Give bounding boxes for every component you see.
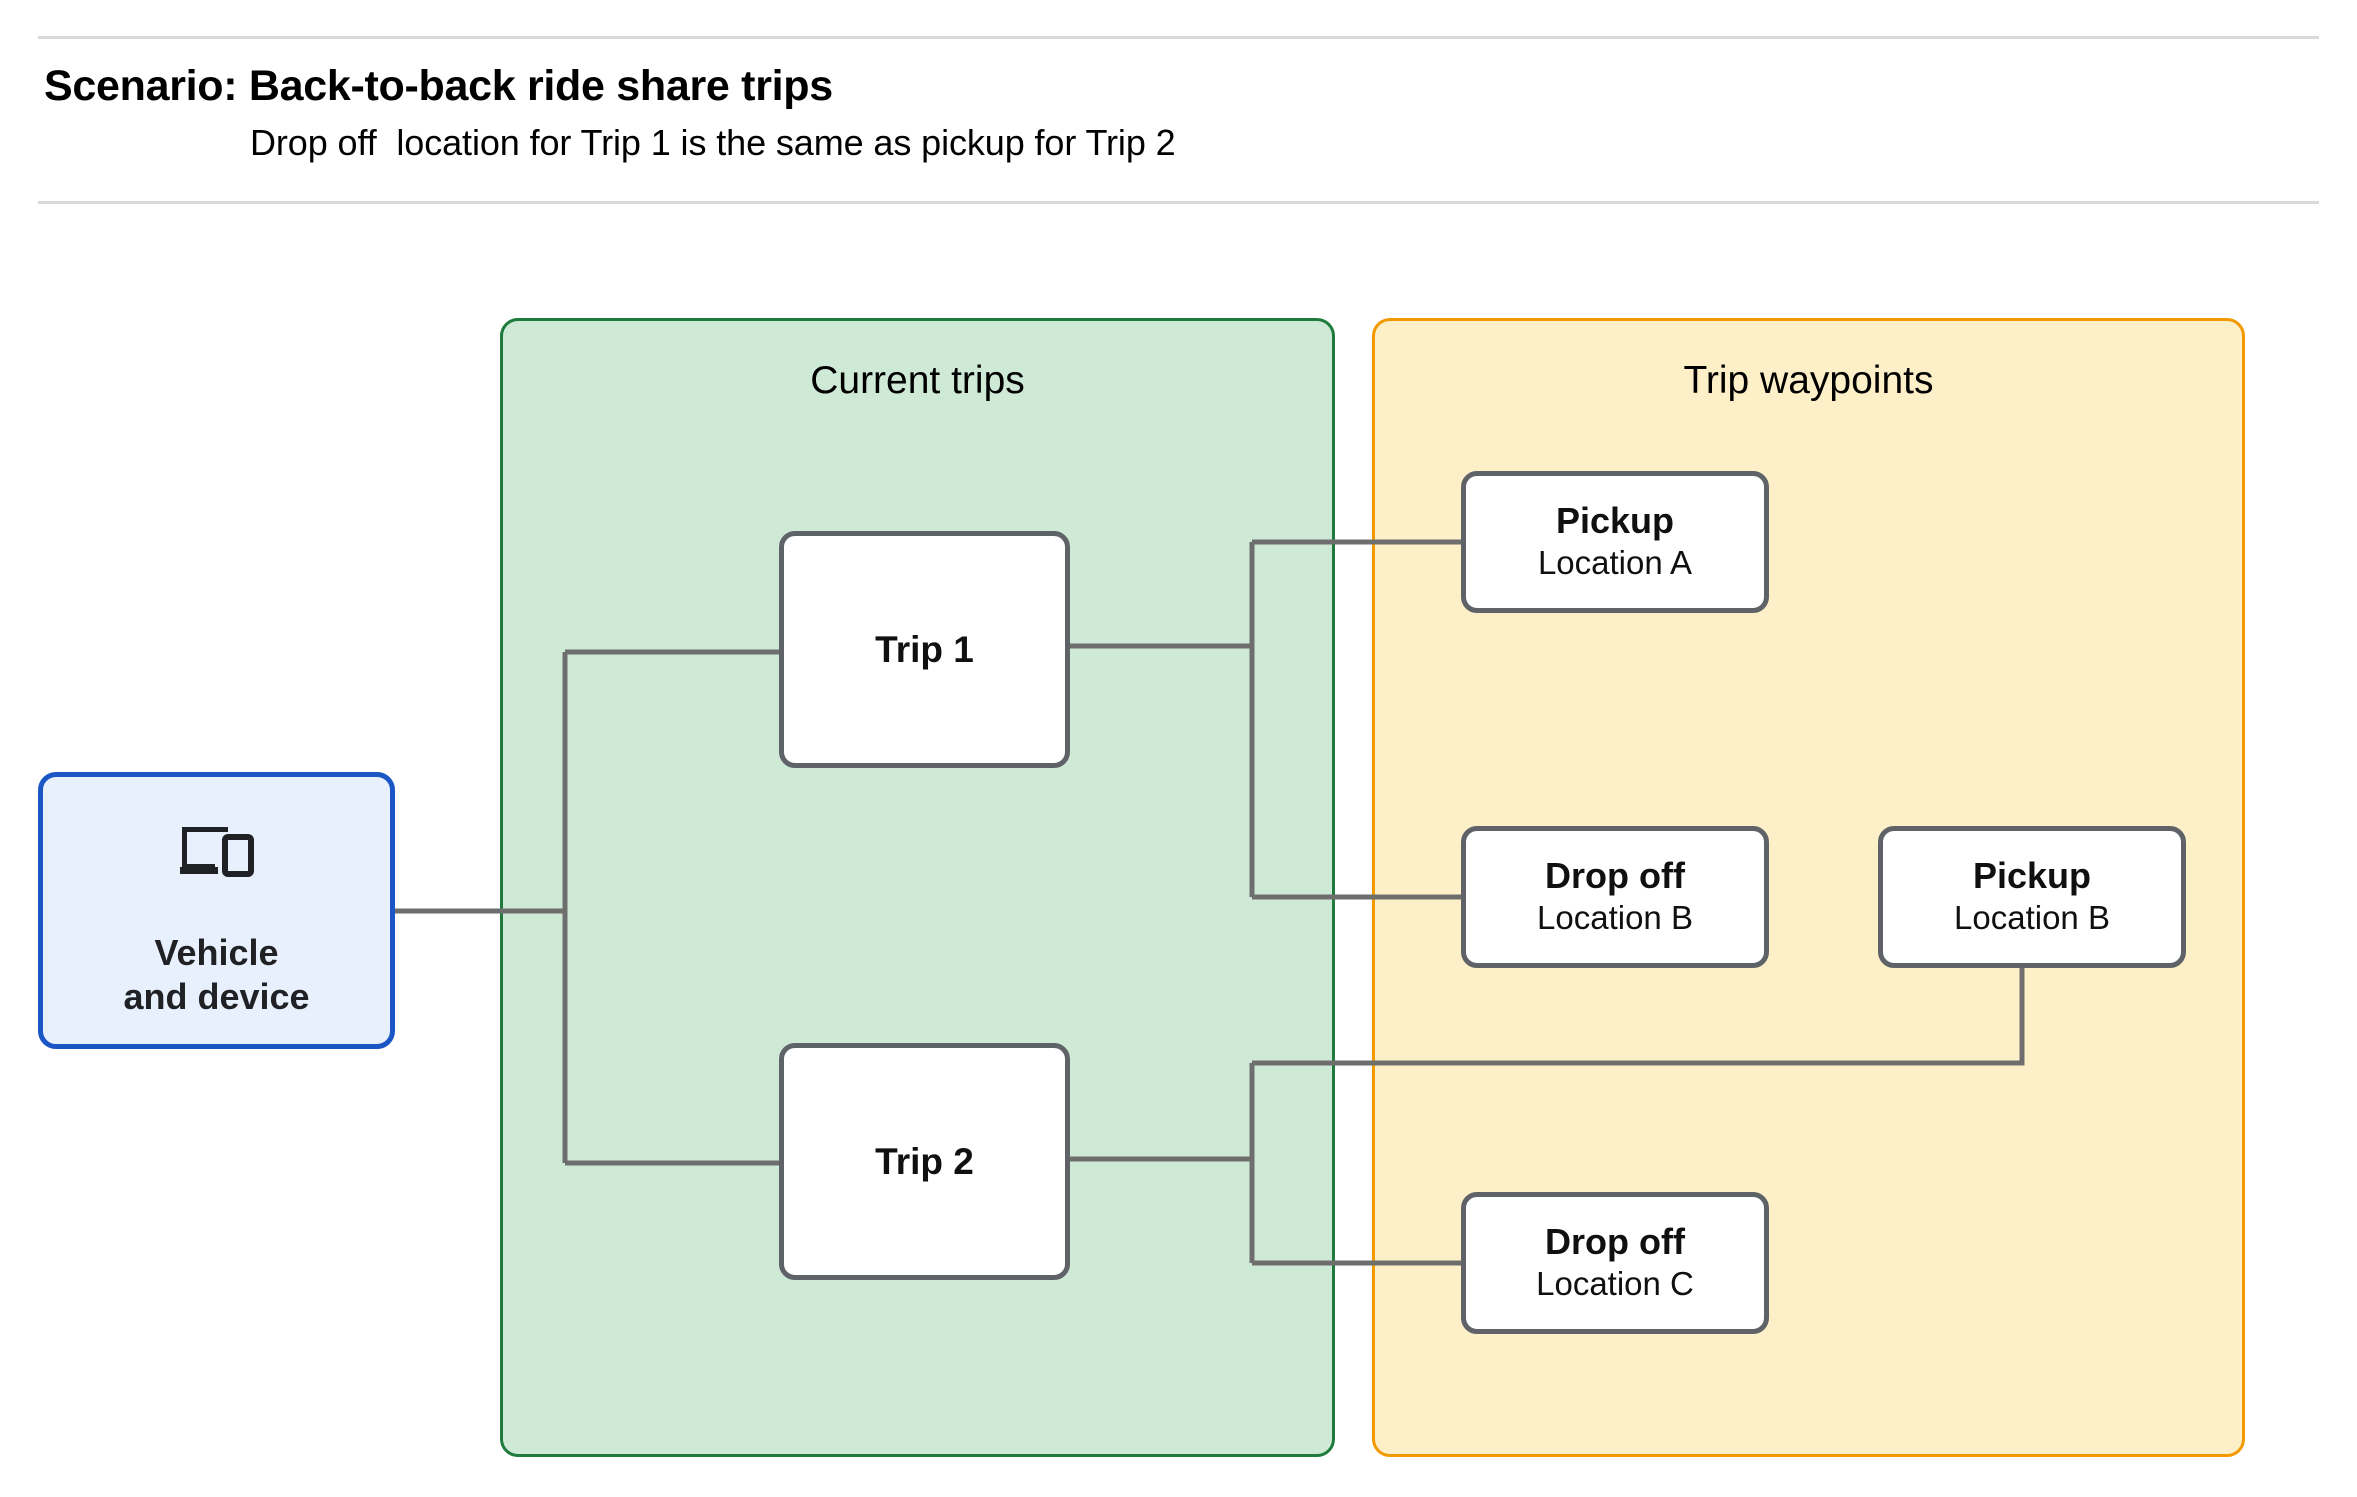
- devices-icon: [179, 827, 254, 877]
- group-current-trips: Current trips: [500, 318, 1335, 1457]
- node-trip-2[interactable]: Trip 2: [779, 1043, 1070, 1280]
- node-trip-2-label: Trip 2: [875, 1140, 974, 1182]
- node-dropoff-location-c[interactable]: Drop off Location C: [1461, 1192, 1769, 1334]
- page-subtitle: Drop off location for Trip 1 is the same…: [250, 122, 1176, 163]
- node-trip-1-label: Trip 1: [875, 628, 974, 670]
- group-trip-waypoints-title: Trip waypoints: [1683, 359, 1934, 402]
- header-divider-bottom: [38, 201, 2319, 204]
- waypoint-type: Drop off: [1545, 855, 1685, 897]
- waypoint-location: Location C: [1536, 1265, 1694, 1303]
- waypoint-location: Location B: [1537, 899, 1693, 937]
- header-divider-top: [38, 36, 2319, 39]
- vehicle-label: Vehicle and device: [123, 932, 310, 1017]
- node-pickup-location-b[interactable]: Pickup Location B: [1878, 826, 2186, 968]
- node-vehicle-and-device[interactable]: Vehicle and device: [38, 772, 395, 1049]
- waypoint-type: Pickup: [1555, 500, 1675, 542]
- waypoint-location: Location A: [1537, 544, 1693, 582]
- node-dropoff-location-b[interactable]: Drop off Location B: [1461, 826, 1769, 968]
- waypoint-type: Pickup: [1972, 855, 2092, 897]
- node-pickup-location-a[interactable]: Pickup Location A: [1461, 471, 1769, 613]
- waypoint-type: Drop off: [1545, 1221, 1685, 1263]
- page-title: Scenario: Back-to-back ride share trips: [44, 62, 833, 110]
- waypoint-location: Location B: [1954, 899, 2110, 937]
- node-trip-1[interactable]: Trip 1: [779, 531, 1070, 768]
- group-current-trips-title: Current trips: [810, 359, 1025, 402]
